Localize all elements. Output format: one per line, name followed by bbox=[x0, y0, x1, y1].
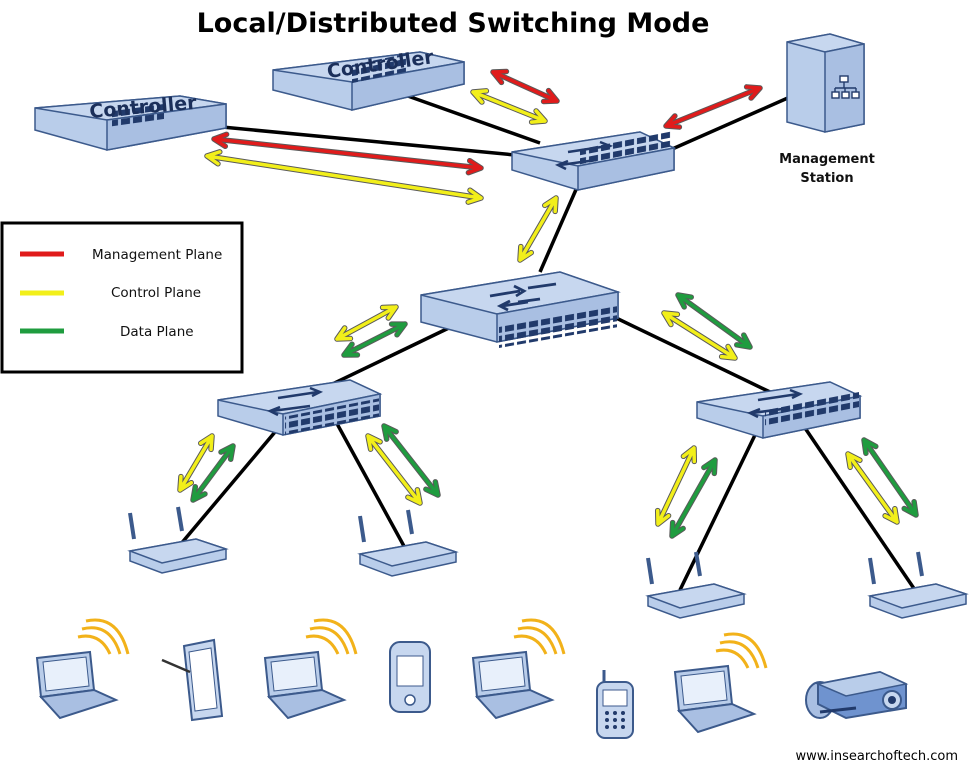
arrow-data-core-right bbox=[676, 293, 752, 349]
arrow-management-controller-top bbox=[491, 69, 559, 104]
arrow-control-left-ap2 bbox=[366, 434, 422, 505]
arrow-control-core-left bbox=[335, 305, 398, 341]
management-station-label-line2: Station bbox=[800, 171, 853, 186]
arrow-control-controller-left bbox=[205, 150, 483, 204]
aggregation-switch bbox=[511, 129, 677, 191]
arrow-data-left-ap1 bbox=[191, 444, 235, 502]
arrow-control-aggregation-core bbox=[518, 196, 558, 262]
wifi-signal-icon bbox=[77, 618, 130, 655]
plane-arrows bbox=[177, 68, 919, 539]
access-point-3 bbox=[645, 551, 747, 619]
arrow-control-left-ap1 bbox=[178, 434, 214, 492]
network-links bbox=[178, 93, 917, 591]
tree-icon bbox=[831, 75, 860, 99]
laptop-icon bbox=[35, 618, 130, 720]
access-point-1 bbox=[127, 506, 229, 574]
link-switch-left-to-ap-1 bbox=[178, 430, 277, 547]
wifi-signal-icon bbox=[513, 618, 566, 655]
laptop-icon bbox=[673, 632, 768, 734]
link-switch-left-to-ap-2 bbox=[333, 419, 407, 549]
legend-label-management: Management Plane bbox=[92, 247, 222, 263]
wifi-signal-icon bbox=[715, 632, 768, 669]
arrow-control-controller-top bbox=[471, 89, 547, 124]
port-bank bbox=[112, 100, 164, 129]
arrow-management-station bbox=[664, 85, 762, 129]
legend-box bbox=[0, 221, 244, 374]
controller-top: Controller bbox=[272, 46, 465, 111]
laptop-icon bbox=[263, 618, 358, 720]
wifi-signal-icon bbox=[305, 618, 358, 655]
access-point-2 bbox=[357, 509, 459, 577]
access-points bbox=[127, 506, 969, 619]
management-station: Management Station bbox=[779, 33, 875, 186]
link-aggregation-to-core bbox=[538, 184, 580, 273]
link-switch-right-to-ap-3 bbox=[678, 434, 757, 591]
arrow-management-controller-left bbox=[212, 132, 483, 175]
stylus-icon bbox=[161, 658, 191, 674]
access-point-4 bbox=[867, 551, 969, 619]
port-bank bbox=[285, 398, 379, 435]
link-switch-right-to-ap-4 bbox=[803, 427, 917, 591]
access-switch-left bbox=[217, 379, 383, 436]
arrow-control-right-ap4 bbox=[846, 452, 899, 524]
arrow-data-right-ap3 bbox=[670, 458, 717, 538]
switch-arrows-icon bbox=[746, 388, 804, 419]
core-switch bbox=[420, 271, 621, 349]
pda-icon bbox=[389, 641, 431, 713]
link-aggregation-to-management-station bbox=[669, 95, 791, 152]
switch-arrows-icon bbox=[554, 140, 614, 171]
link-controller-left-to-aggregation bbox=[221, 125, 516, 157]
arrow-control-core-right bbox=[662, 311, 737, 360]
access-switch-right bbox=[696, 381, 863, 439]
security-camera-icon bbox=[805, 670, 909, 720]
link-core-to-switch-left bbox=[319, 323, 456, 392]
arrow-data-left-ap2 bbox=[382, 424, 440, 497]
diagram-title: Local/Distributed Switching Mode bbox=[197, 8, 710, 39]
port-bank bbox=[352, 53, 406, 84]
tablet-icon bbox=[161, 638, 224, 722]
controller-left: Controller bbox=[34, 92, 227, 151]
legend: Management Plane Control Plane Data Plan… bbox=[0, 221, 244, 374]
link-core-to-switch-right bbox=[609, 313, 771, 394]
port-bank bbox=[499, 305, 617, 349]
switch-arrows-icon bbox=[266, 386, 324, 417]
arrow-control-right-ap3 bbox=[655, 446, 697, 526]
link-controller-top-to-aggregation bbox=[404, 93, 541, 145]
port-bank bbox=[765, 391, 859, 428]
router-arrows-icon bbox=[489, 282, 557, 312]
footer-url: www.insearchoftech.com bbox=[795, 749, 958, 764]
legend-label-control: Control Plane bbox=[111, 285, 201, 301]
laptop-icon bbox=[471, 618, 566, 720]
arrow-data-right-ap4 bbox=[862, 438, 918, 517]
management-station-label-line1: Management bbox=[779, 152, 875, 167]
cell-phone-icon bbox=[596, 670, 634, 739]
legend-label-data: Data Plane bbox=[120, 324, 194, 340]
clients bbox=[35, 618, 909, 739]
port-bank bbox=[580, 129, 672, 166]
arrow-data-core-left bbox=[342, 322, 407, 357]
